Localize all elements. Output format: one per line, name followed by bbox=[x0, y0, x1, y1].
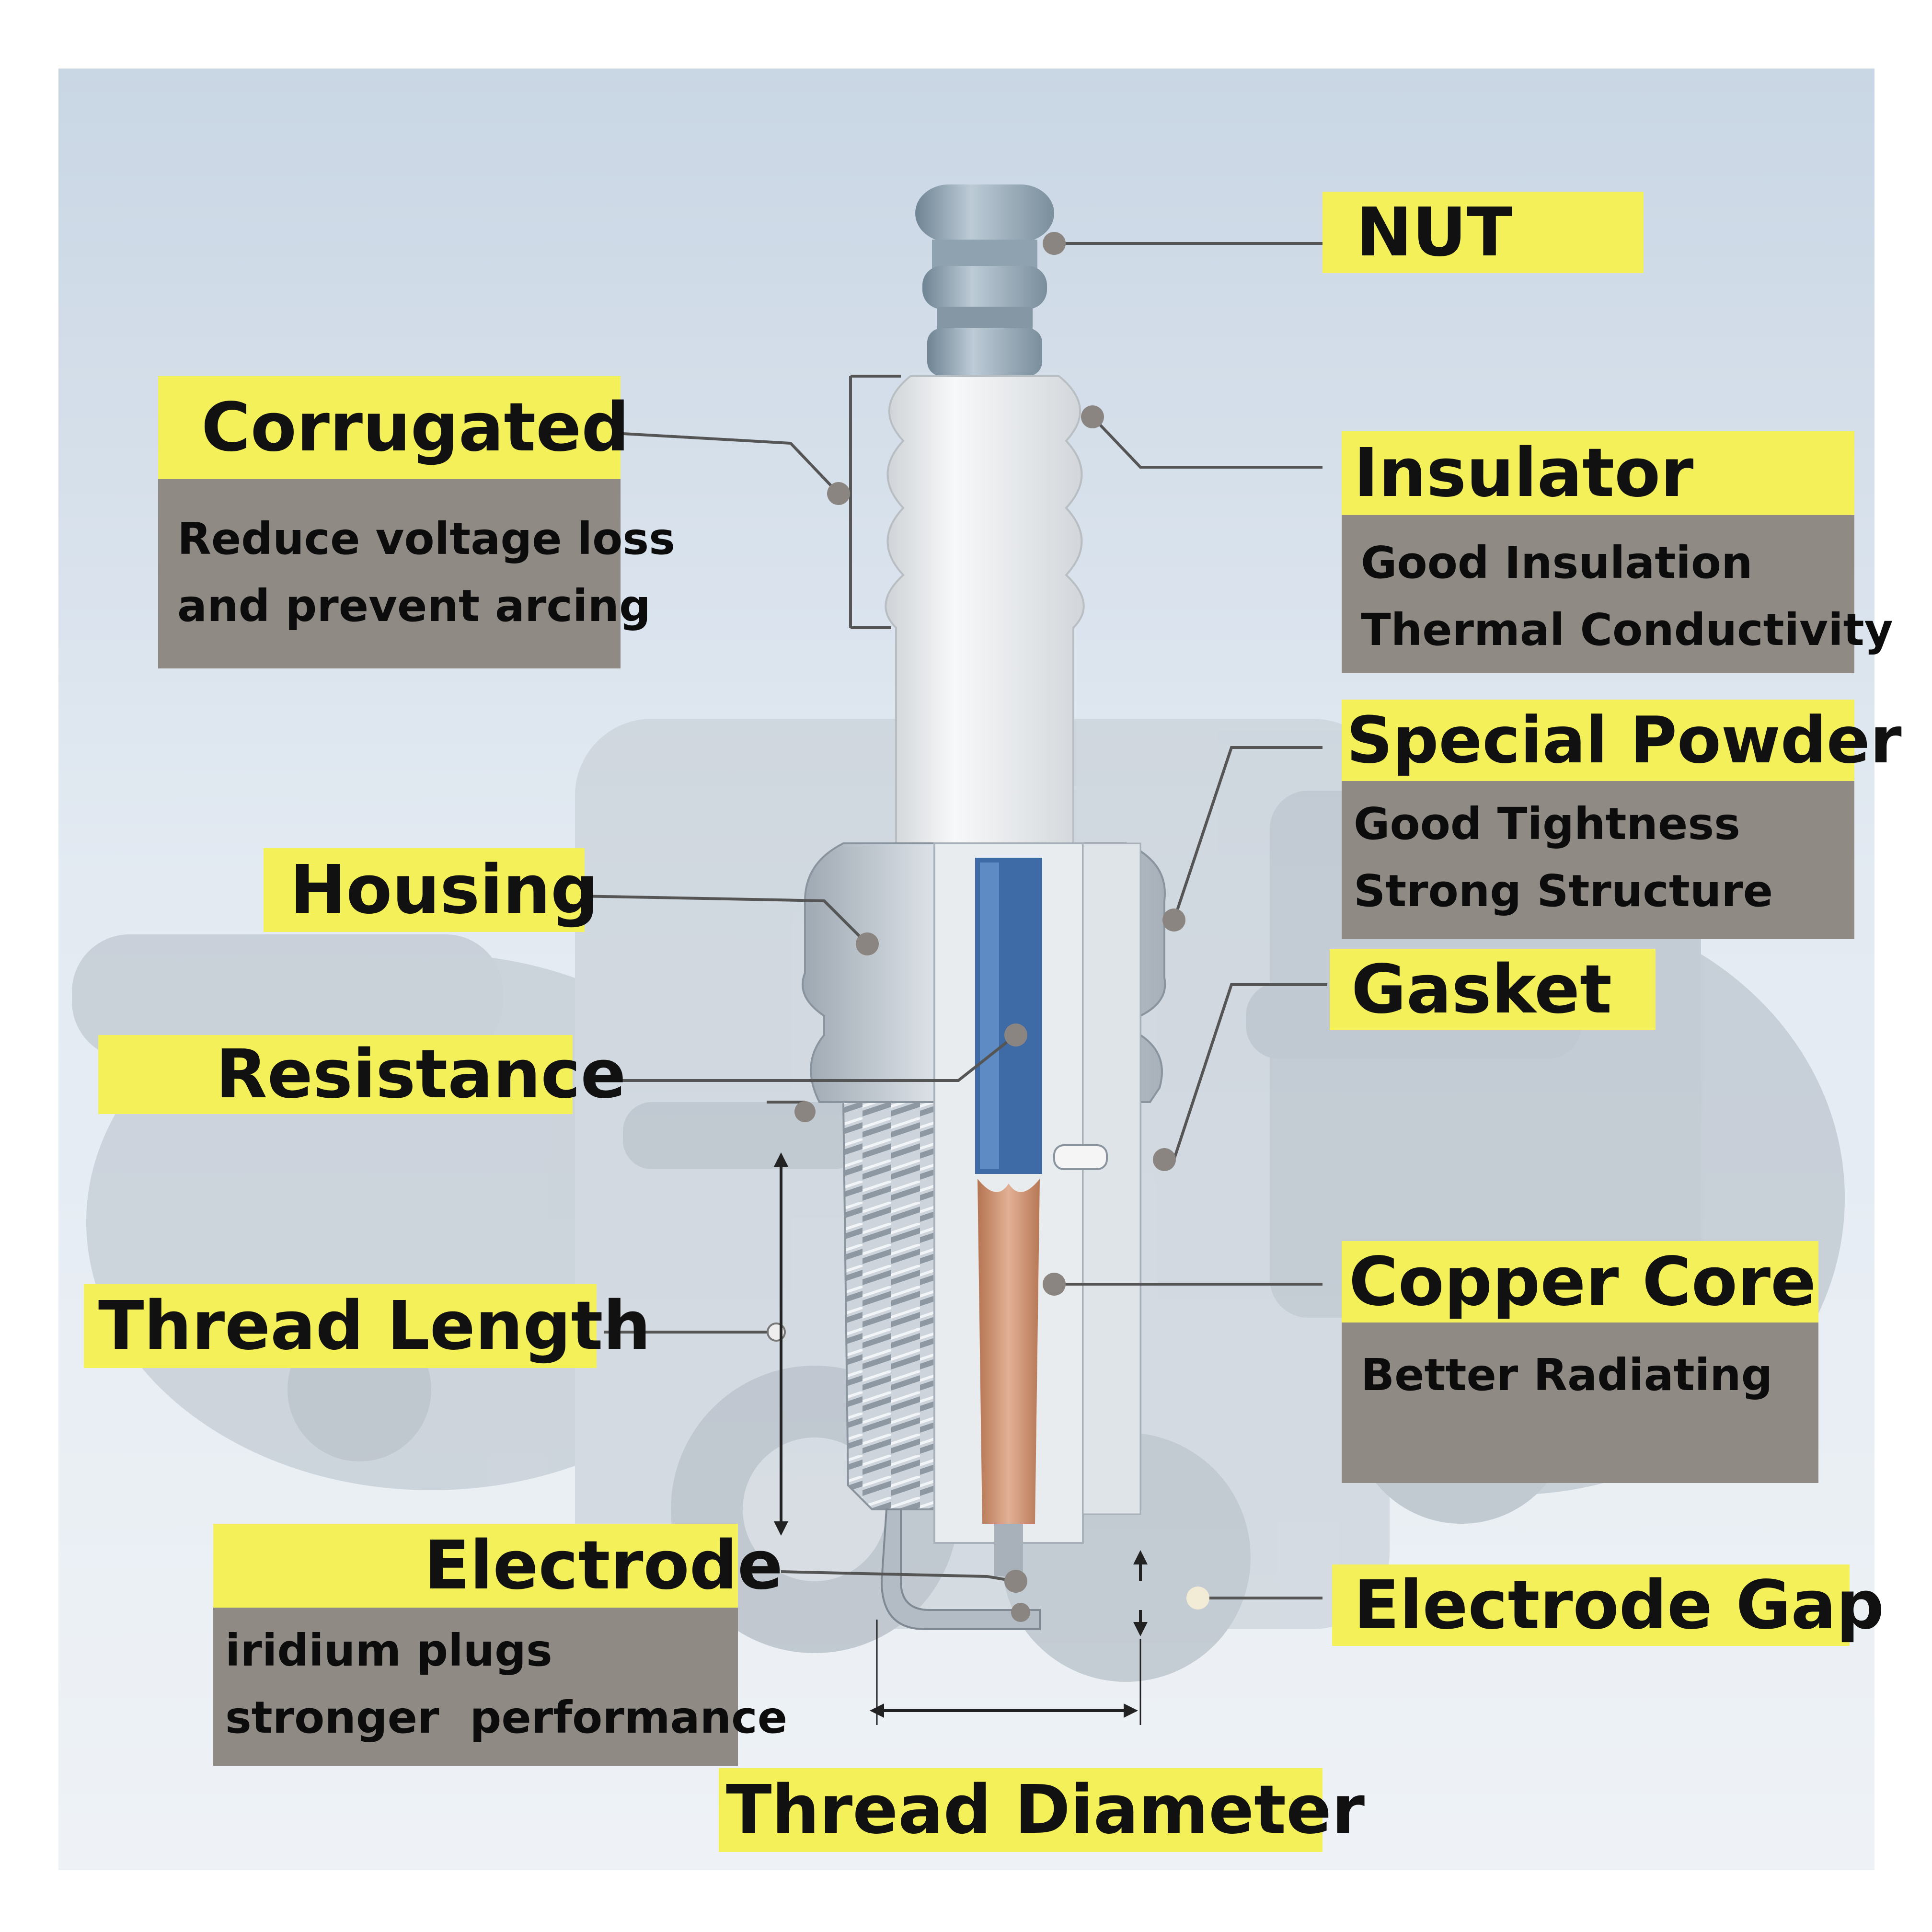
label-thread-length: Thread Length bbox=[84, 1284, 651, 1368]
label-special-powder: Special Powder bbox=[1342, 700, 1902, 781]
label-electrode-gap: Electrode Gap bbox=[1332, 1564, 1884, 1646]
label-corrugated: Corrugated bbox=[158, 376, 629, 479]
desc-corrugated: Reduce voltage loss and prevent arcing bbox=[158, 479, 675, 668]
desc-special-powder: Good Tightness Strong Structure bbox=[1342, 781, 1854, 939]
desc-copper-core-line-1: Better Radiating bbox=[1361, 1349, 1773, 1401]
desc-electrode: iridium plugs stronger performance bbox=[213, 1608, 788, 1766]
desc-corrugated-line-2: and prevent arcing bbox=[177, 580, 651, 632]
desc-special-powder-line-1: Good Tightness bbox=[1354, 798, 1740, 850]
label-insulator: Insulator bbox=[1342, 431, 1854, 515]
desc-insulator-line-2: Thermal Conductivity bbox=[1361, 604, 1893, 656]
label-housing: Housing bbox=[264, 848, 598, 932]
desc-special-powder-line-2: Strong Structure bbox=[1354, 865, 1773, 917]
desc-copper-core: Better Radiating bbox=[1342, 1322, 1818, 1483]
desc-insulator: Good Insulation Thermal Conductivity bbox=[1342, 515, 1893, 673]
label-electrode: Electrode bbox=[213, 1524, 783, 1608]
label-resistance: Resistance bbox=[98, 1035, 626, 1114]
desc-corrugated-line-1: Reduce voltage loss bbox=[177, 513, 675, 564]
label-copper-core: Copper Core bbox=[1342, 1241, 1818, 1322]
desc-electrode-line-1: iridium plugs bbox=[225, 1625, 552, 1676]
spark-plug bbox=[802, 184, 1166, 1630]
label-thread-diameter: Thread Diameter bbox=[719, 1768, 1365, 1852]
dimension-markers bbox=[774, 1152, 1148, 1725]
desc-electrode-line-2: stronger performance bbox=[225, 1691, 788, 1743]
leader-dots bbox=[767, 232, 1209, 1622]
desc-insulator-line-1: Good Insulation bbox=[1361, 537, 1753, 588]
label-gasket: Gasket bbox=[1330, 949, 1656, 1030]
label-nut: NUT bbox=[1322, 192, 1644, 273]
